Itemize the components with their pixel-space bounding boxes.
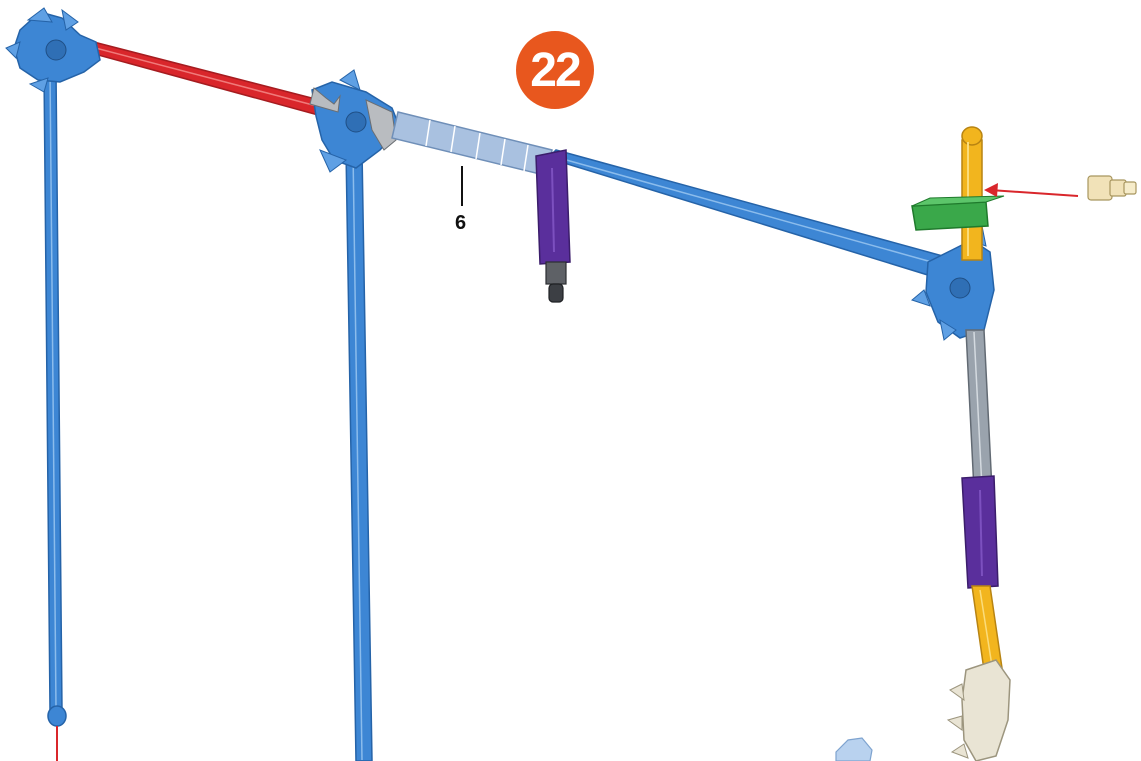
yellow-rod-lower bbox=[972, 586, 1002, 670]
red-rod bbox=[80, 40, 335, 118]
tan-end-cap-part bbox=[1088, 176, 1136, 200]
top-left-blue-connector bbox=[6, 8, 100, 92]
tan-gear-connector bbox=[948, 660, 1010, 761]
insert-arrow bbox=[984, 183, 1078, 197]
step-number-badge: 22 bbox=[516, 31, 594, 109]
left-vertical-blue-rod bbox=[44, 70, 66, 761]
gray-vertical-rod bbox=[966, 330, 992, 490]
yellow-rod-top bbox=[962, 127, 982, 260]
gray-spacer-segment bbox=[392, 112, 552, 176]
part-callout-label: 6 bbox=[455, 212, 466, 235]
purple-clip-lower bbox=[962, 476, 998, 588]
green-clip bbox=[912, 196, 1004, 230]
upper-blue-rod bbox=[548, 150, 950, 280]
light-blue-partial-connector bbox=[836, 738, 872, 761]
middle-blue-connector bbox=[310, 70, 400, 172]
step-number: 22 bbox=[530, 43, 579, 98]
purple-clip-top bbox=[536, 150, 570, 302]
middle-vertical-blue-rod bbox=[346, 150, 372, 761]
